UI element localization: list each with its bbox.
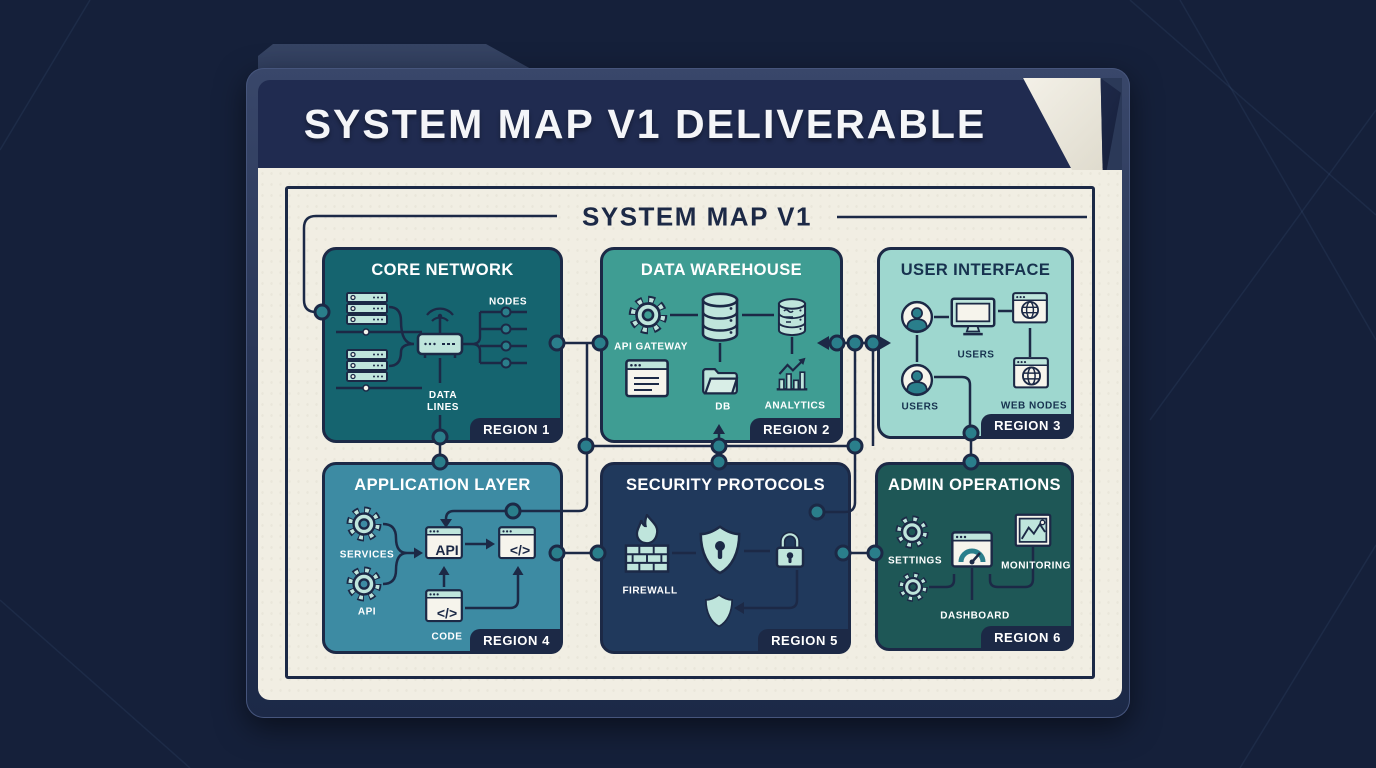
code-glyph-text: </> — [509, 542, 531, 558]
analytics-chart-icon — [776, 357, 808, 390]
firewall-label: FIREWALL — [622, 585, 678, 597]
arrow-head — [414, 547, 423, 559]
keyhole-stem — [717, 548, 723, 559]
brace-connector — [382, 522, 415, 586]
arrow-head — [438, 566, 450, 575]
analytics-label: ANALYTICS — [764, 400, 826, 412]
api-gateway-label: API GATEWAY — [614, 341, 688, 353]
region-data-warehouse: DATA WAREHOUSE API GATEWAY DB ANALYTICS … — [600, 247, 843, 443]
deliverable-header: SYSTEM MAP V1 DELIVERABLE — [258, 80, 1122, 168]
secondary-gear-icon — [901, 575, 925, 599]
internal-connectors — [672, 549, 770, 555]
code-to-window-arrow — [465, 573, 520, 610]
user-avatar-icon — [902, 365, 932, 395]
region-badge: REGION 5 — [758, 629, 851, 654]
region-badge: REGION 2 — [750, 418, 843, 443]
nodes-tree — [462, 306, 527, 369]
api-window-text: API — [435, 542, 459, 558]
deliverable-title: SYSTEM MAP V1 DELIVERABLE — [303, 100, 987, 147]
internal-connectors — [670, 313, 794, 362]
region-security-protocols: SECURITY PROTOCOLS FIREWALL REGION 5 — [600, 462, 851, 654]
database-glyphs — [783, 308, 794, 323]
server-stack-icon — [336, 292, 422, 392]
region-application-layer: APPLICATION LAYER SERVICES API API </> <… — [322, 462, 563, 654]
region-badge: REGION 1 — [470, 418, 563, 443]
map-border-frame — [285, 186, 1095, 679]
nodes-label: NODES — [488, 296, 528, 308]
arrow-head — [512, 566, 524, 575]
api-gear-icon — [350, 570, 378, 598]
router-icon — [416, 307, 464, 358]
monitoring-label: MONITORING — [1001, 560, 1071, 572]
user-interface-graphic — [902, 293, 1048, 433]
api-label: API — [357, 606, 377, 618]
arrow-head — [734, 602, 744, 614]
services-label: SERVICES — [339, 549, 395, 561]
data-warehouse-graphic — [626, 293, 808, 397]
firewall-icon — [625, 514, 669, 572]
db-folder-icon — [703, 369, 737, 394]
region-badge: REGION 4 — [470, 629, 563, 654]
region-badge: REGION 6 — [981, 626, 1074, 651]
user-avatar-icon — [902, 302, 932, 332]
region-title: ADMIN OPERATIONS — [888, 476, 1061, 494]
users-label: USERS — [957, 349, 995, 361]
users-label: USERS — [901, 401, 939, 413]
region-user-interface: USER INTERFACE USERS USERS WEB NODES REG… — [877, 247, 1074, 439]
settings-gear-icon — [898, 518, 926, 546]
internal-connectors — [929, 547, 1035, 600]
keyhole — [715, 541, 725, 551]
region-title: DATA WAREHOUSE — [640, 261, 803, 279]
data-lines-label: DATA LINES — [427, 390, 459, 413]
web-nodes-label: WEB NODES — [1000, 400, 1068, 412]
security-protocols-graphic — [625, 514, 804, 627]
region-title: SECURITY PROTOCOLS — [625, 476, 826, 494]
small-shield-icon — [705, 594, 733, 627]
map-title: SYSTEM MAP V1 — [582, 201, 812, 232]
database-cylinder-icon — [703, 293, 737, 341]
code-glyph-text: </> — [436, 605, 458, 621]
lock-to-shield-arrow — [741, 570, 799, 610]
page-curl — [1020, 78, 1122, 170]
globe-icon — [1021, 301, 1039, 319]
application-layer-graphic — [350, 510, 535, 622]
monitoring-chart-icon — [1015, 514, 1051, 546]
gauge-icon — [958, 548, 986, 565]
region-admin-operations: ADMIN OPERATIONS SETTINGS DASHBOARD MONI… — [875, 462, 1074, 651]
padlock-icon — [776, 534, 804, 567]
region-badge: REGION 3 — [981, 414, 1074, 439]
api-gateway-gear-icon — [632, 299, 664, 331]
services-gear-icon — [350, 510, 378, 538]
brace-connector — [388, 305, 415, 368]
region-core-network: CORE NETWORK — [322, 247, 563, 443]
monitor-icon — [951, 298, 995, 335]
region-title: APPLICATION LAYER — [354, 476, 531, 494]
dashboard-label: DASHBOARD — [940, 610, 1010, 622]
settings-label: SETTINGS — [887, 555, 943, 567]
globe-icon — [1022, 367, 1041, 385]
list-lines — [634, 377, 659, 391]
internal-connectors — [915, 309, 1032, 433]
admin-operations-graphic — [898, 514, 1051, 600]
arrow-head — [486, 538, 495, 550]
db-label: DB — [715, 401, 731, 413]
core-network-graphic — [336, 292, 527, 434]
code-label: CODE — [431, 631, 463, 643]
region-title: USER INTERFACE — [900, 261, 1051, 279]
